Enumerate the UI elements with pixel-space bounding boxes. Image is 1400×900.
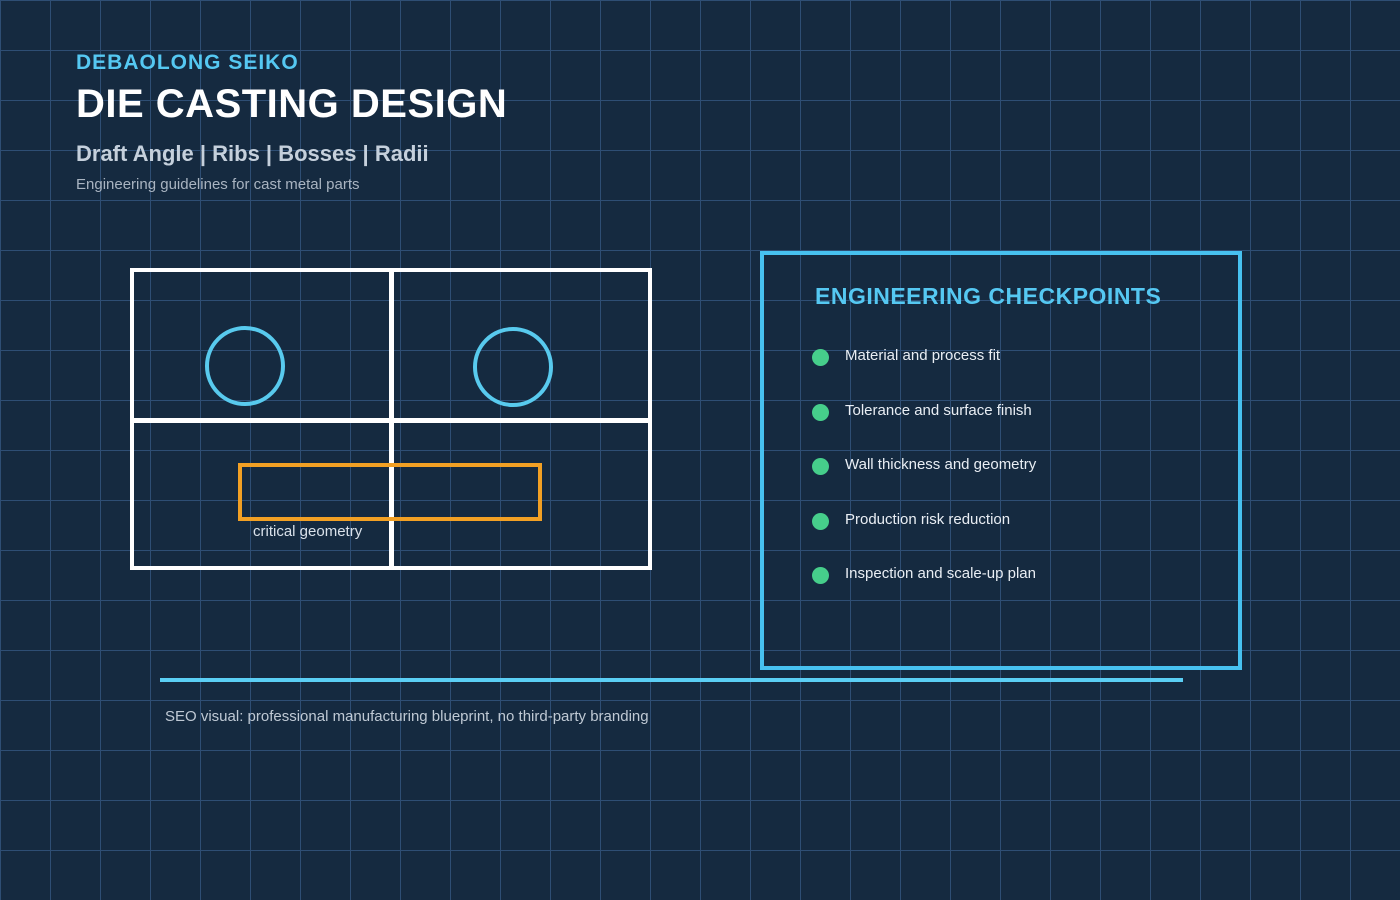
checkpoint-bullet-icon bbox=[812, 349, 829, 366]
checkpoint-item: Material and process fit bbox=[812, 346, 1000, 366]
checkpoint-item: Production risk reduction bbox=[812, 510, 1010, 530]
brand-name: DEBAOLONG SEIKO bbox=[76, 51, 299, 74]
checkpoint-bullet-icon bbox=[812, 513, 829, 530]
bore-circle-left bbox=[205, 326, 285, 406]
checkpoint-item: Inspection and scale-up plan bbox=[812, 564, 1036, 584]
part-horizontal-divider bbox=[130, 418, 652, 423]
checkpoint-label: Tolerance and surface finish bbox=[845, 402, 1032, 419]
page-title: DIE CASTING DESIGN bbox=[76, 82, 508, 126]
page-tagline: Engineering guidelines for cast metal pa… bbox=[76, 176, 360, 193]
footer-divider-line bbox=[160, 678, 1183, 682]
bore-circle-right bbox=[473, 327, 553, 407]
checkpoint-item: Tolerance and surface finish bbox=[812, 401, 1032, 421]
checkpoint-label: Wall thickness and geometry bbox=[845, 456, 1037, 473]
checkpoints-title: ENGINEERING CHECKPOINTS bbox=[815, 283, 1162, 309]
checkpoint-label: Material and process fit bbox=[845, 347, 1001, 364]
checkpoint-label: Inspection and scale-up plan bbox=[845, 565, 1036, 582]
checkpoint-bullet-icon bbox=[812, 458, 829, 475]
checkpoints-panel: ENGINEERING CHECKPOINTS Material and pro… bbox=[760, 251, 1242, 670]
critical-geometry-rect bbox=[238, 463, 542, 521]
critical-geometry-label: critical geometry bbox=[253, 523, 363, 540]
footer-note: SEO visual: professional manufacturing b… bbox=[165, 708, 649, 725]
checkpoint-label: Production risk reduction bbox=[845, 511, 1011, 528]
checkpoint-item: Wall thickness and geometry bbox=[812, 455, 1036, 475]
checkpoint-bullet-icon bbox=[812, 404, 829, 421]
checkpoint-bullet-icon bbox=[812, 567, 829, 584]
page-subtitle: Draft Angle | Ribs | Bosses | Radii bbox=[76, 141, 429, 166]
